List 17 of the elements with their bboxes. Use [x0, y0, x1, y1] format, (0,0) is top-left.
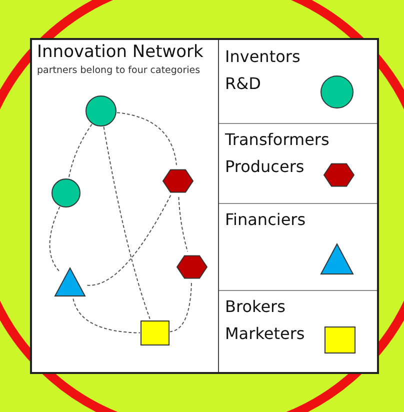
- dashed-connector: [178, 196, 188, 252]
- dashed-connector: [85, 194, 172, 286]
- dashed-connector: [68, 124, 92, 179]
- legend-text: Brokers Marketers: [225, 296, 306, 345]
- dashed-connector: [49, 206, 60, 272]
- circle-node: [85, 95, 117, 127]
- dashed-connector: [116, 112, 177, 166]
- square-node: [140, 318, 170, 348]
- legend-text: Inventors R&D: [225, 46, 302, 95]
- dashed-connector: [169, 282, 192, 332]
- dashed-connector: [103, 126, 150, 320]
- dashed-connector: [72, 298, 140, 334]
- triangle-node: [54, 267, 86, 299]
- circle-node: [51, 178, 81, 208]
- subtitle: partners belong to four categories: [37, 65, 200, 76]
- legend-text: Financiers: [225, 209, 307, 231]
- title: Innovation Network: [37, 42, 204, 62]
